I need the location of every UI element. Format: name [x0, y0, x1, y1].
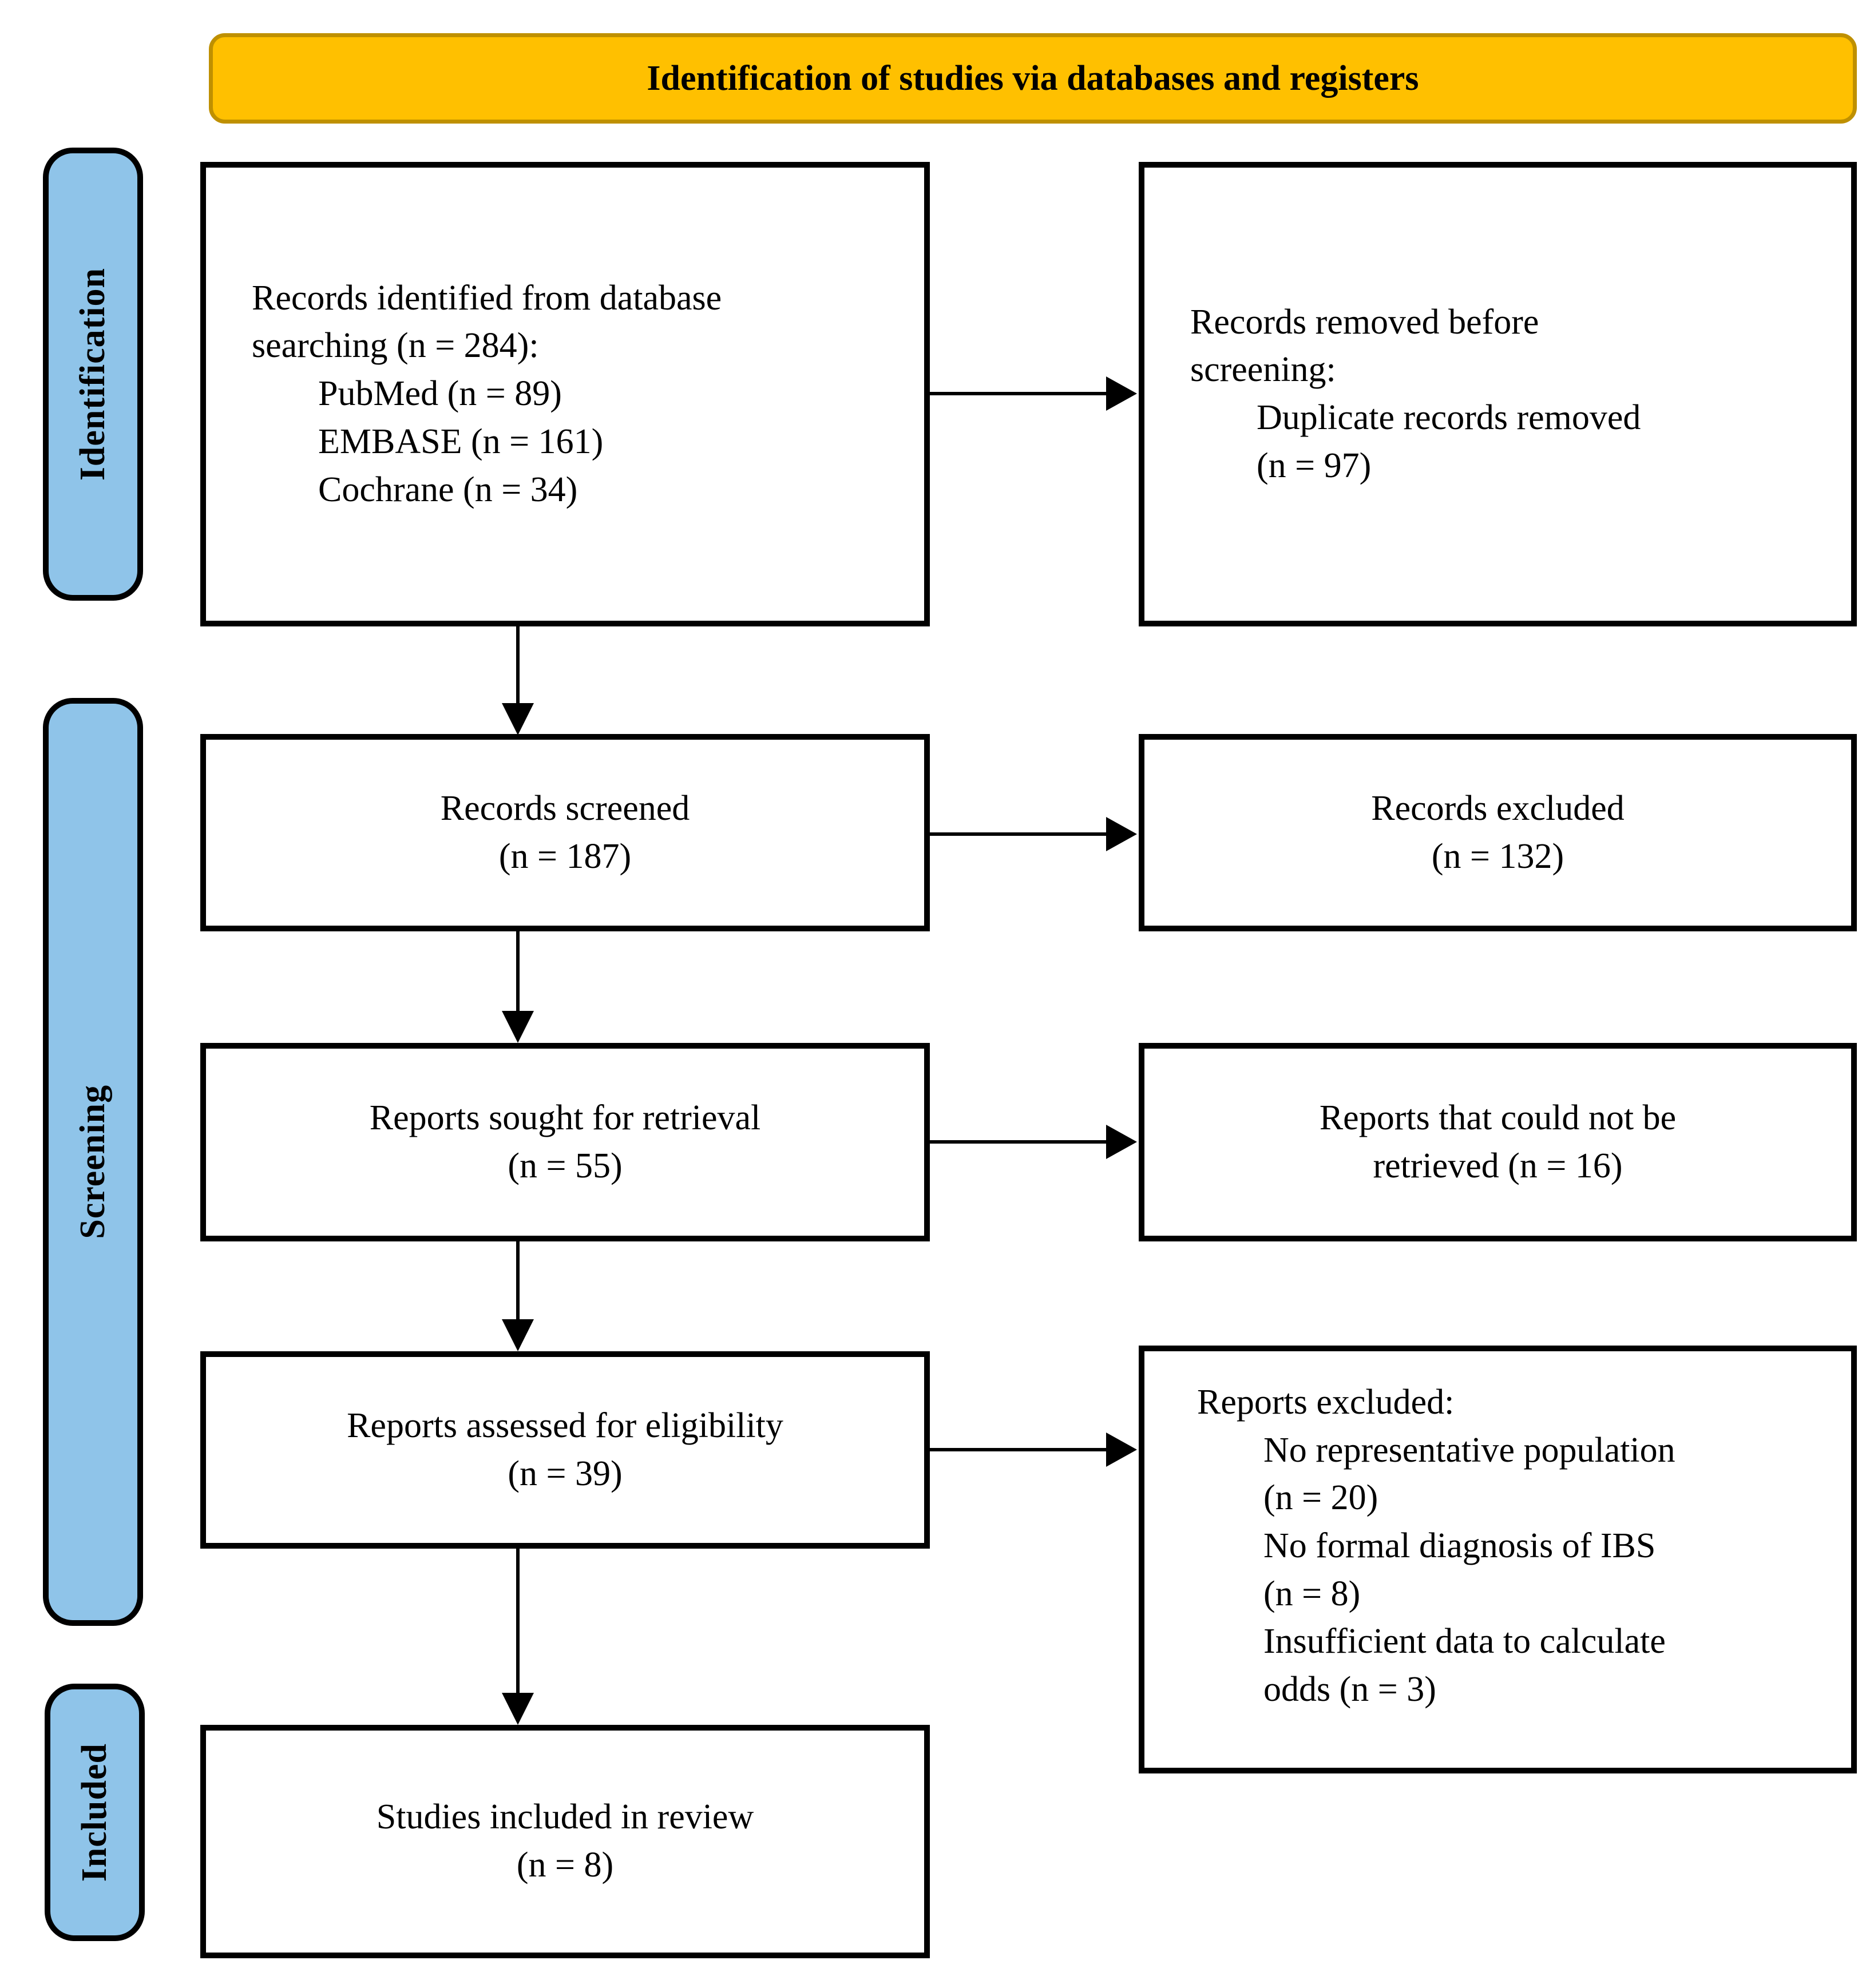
records-excluded-text: Records excluded (n = 132) — [1371, 788, 1625, 876]
arrow-identified-to-screened-shaft — [516, 626, 520, 705]
stage-included: Included — [45, 1684, 145, 1941]
arrow-down-icon — [502, 1011, 534, 1043]
records-identified-text: Records identified from database searchi… — [252, 278, 722, 366]
records-removed-text: Records removed before screening: — [1190, 302, 1539, 390]
stage-identification: Identification — [43, 148, 143, 601]
arrow-down-icon — [502, 1319, 534, 1351]
box-records-screened: Records screened (n = 187) — [200, 734, 930, 931]
reports-excluded-reasons: No representative population (n = 20) No… — [1263, 1430, 1675, 1709]
arrow-sought-to-assessed-shaft — [516, 1241, 520, 1320]
stage-included-label: Included — [75, 1743, 114, 1882]
box-records-excluded: Records excluded (n = 132) — [1139, 734, 1857, 931]
box-reports-not-retrieved: Reports that could not be retrieved (n =… — [1139, 1043, 1857, 1241]
arrow-sought-to-notretrieved-shaft — [930, 1140, 1108, 1144]
arrow-screened-to-excluded-shaft — [930, 832, 1108, 836]
arrow-right-icon — [1106, 1433, 1137, 1467]
arrow-assessed-to-included-shaft — [516, 1549, 520, 1695]
arrow-right-icon — [1106, 376, 1137, 411]
arrow-identified-to-removed-shaft — [930, 392, 1108, 395]
arrow-down-icon — [502, 703, 534, 735]
records-removed-details: Duplicate records removed (n = 97) — [1257, 398, 1641, 485]
reports-assessed-text: Reports assessed for eligibility (n = 39… — [347, 1406, 783, 1493]
box-studies-included: Studies included in review (n = 8) — [200, 1725, 930, 1958]
box-reports-sought: Reports sought for retrieval (n = 55) — [200, 1043, 930, 1241]
reports-not-retrieved-text: Reports that could not be retrieved (n =… — [1319, 1098, 1677, 1185]
arrow-down-icon — [502, 1693, 534, 1725]
reports-sought-text: Reports sought for retrieval (n = 55) — [369, 1098, 761, 1185]
banner-title-text: Identification of studies via databases … — [647, 58, 1419, 98]
arrow-screened-to-sought-shaft — [516, 931, 520, 1013]
box-records-identified: Records identified from database searchi… — [200, 162, 930, 626]
stage-screening-label: Screening — [73, 1085, 112, 1239]
studies-included-text: Studies included in review (n = 8) — [376, 1797, 754, 1884]
stage-screening: Screening — [43, 698, 143, 1626]
box-records-removed: Records removed before screening: Duplic… — [1139, 162, 1857, 626]
records-identified-databases: PubMed (n = 89) EMBASE (n = 161) Cochran… — [318, 374, 604, 509]
reports-excluded-text: Reports excluded: — [1197, 1383, 1455, 1422]
box-reports-excluded: Reports excluded: No representative popu… — [1139, 1346, 1857, 1773]
arrow-right-icon — [1106, 817, 1137, 851]
box-reports-assessed: Reports assessed for eligibility (n = 39… — [200, 1351, 930, 1549]
banner-title: Identification of studies via databases … — [209, 33, 1857, 124]
records-screened-text: Records screened (n = 187) — [440, 788, 690, 876]
arrow-right-icon — [1106, 1125, 1137, 1159]
arrow-assessed-to-excluded-shaft — [930, 1448, 1108, 1451]
stage-identification-label: Identification — [73, 267, 112, 481]
